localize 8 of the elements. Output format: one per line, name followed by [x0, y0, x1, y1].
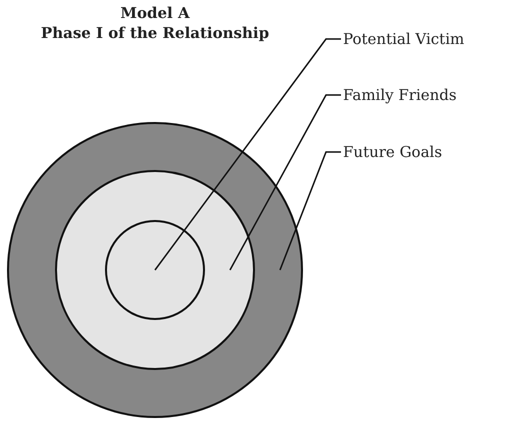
diagram-title: Model A: [119, 4, 191, 22]
label-text: Family Friends: [343, 86, 457, 104]
leader-line: [279, 151, 341, 270]
diagram-subtitle: Phase I of the Relationship: [40, 24, 270, 42]
leader-line: [154, 38, 341, 270]
label-text: Future Goals: [343, 143, 442, 161]
leader-line: [229, 94, 341, 270]
label-text: Potential Victim: [343, 30, 464, 48]
